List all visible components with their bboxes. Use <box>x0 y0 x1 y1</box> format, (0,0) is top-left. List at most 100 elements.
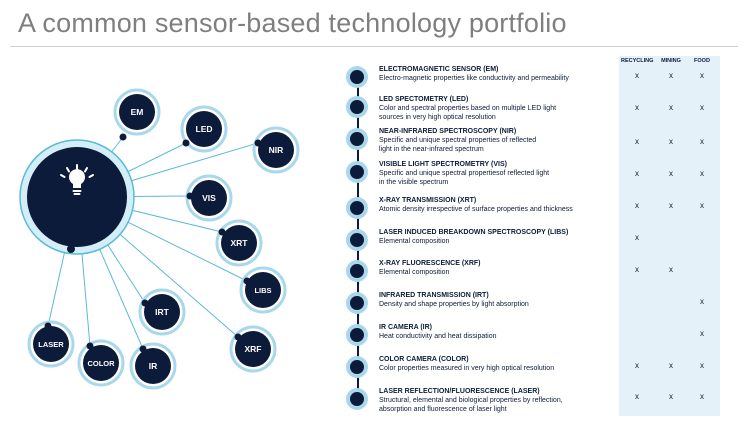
hub-node-label: NIR <box>269 145 284 155</box>
hub-node-core <box>144 294 180 330</box>
hub-node-nir: NIR <box>252 126 300 174</box>
technology-description: Structural, elemental and biological pro… <box>379 397 563 404</box>
technology-title: LED SPECTOMETRY (LED) <box>379 96 469 103</box>
hub-node-port <box>186 192 194 200</box>
hub-node-libs: LIBS <box>239 266 287 314</box>
timeline-dot-core <box>350 100 364 114</box>
timeline-dot-core <box>350 132 364 146</box>
hub-node-port <box>254 139 262 147</box>
hub-node-port <box>182 139 190 147</box>
application-mark: x <box>700 103 704 112</box>
hub-node-label: LASER <box>38 340 64 349</box>
technology-text: COLOR CAMERA (COLOR)Color properties mea… <box>379 355 624 373</box>
technology-title: LASER REFLECTION/FLUORESCENCE (LASER) <box>379 388 540 395</box>
timeline-dot-core <box>350 201 364 215</box>
hub-node-label: IR <box>149 361 158 371</box>
hub-node-label: VIS <box>202 193 216 203</box>
timeline-dot <box>346 260 368 282</box>
hub-node-ir: IR <box>129 342 177 390</box>
hub-node-core <box>119 94 155 130</box>
technology-description: Elemental composition <box>379 269 450 276</box>
application-mark: x <box>669 71 673 80</box>
timeline-dot <box>346 197 368 219</box>
application-table <box>619 56 720 416</box>
application-mark: x <box>635 201 639 210</box>
application-mark: x <box>635 233 639 242</box>
technology-item: INFRARED TRANSMISSION (IRT) Density and s… <box>346 291 746 323</box>
hub-node-port <box>86 342 94 350</box>
technology-text: NEAR-INFRARED SPECTROSCOPY (NIR)Specific… <box>379 127 624 154</box>
timeline-dot-core <box>350 328 364 342</box>
hub-node-core <box>235 331 271 367</box>
application-mark: x <box>669 137 673 146</box>
application-mark: x <box>635 71 639 80</box>
technology-item: LED SPECTOMETRY (LED)Color and spectral … <box>346 95 746 127</box>
application-mark: x <box>669 265 673 274</box>
application-mark: x <box>700 201 704 210</box>
technology-title: INFRARED TRANSMISSION (IRT) <box>379 292 489 299</box>
technology-item: LASER INDUCED BREAKDOWN SPECTROSCOPY (LI… <box>346 228 746 260</box>
hub-node-label: XRF <box>245 344 262 354</box>
technology-item: COLOR CAMERA (COLOR)Color properties mea… <box>346 355 746 387</box>
hub-node-port <box>141 299 149 307</box>
timeline-dot-core <box>350 165 364 179</box>
technology-title: ELECTROMAGNETIC SENSOR (EM) <box>379 66 499 73</box>
technology-item: NEAR-INFRARED SPECTROSCOPY (NIR)Specific… <box>346 127 746 159</box>
hub-node-port <box>218 228 226 236</box>
technology-title: X-RAY TRANSMISSION (XRT) <box>379 197 477 204</box>
hub-node-port <box>243 277 251 285</box>
column-header-mining: MINING <box>661 58 681 64</box>
timeline-dot <box>346 356 368 378</box>
technology-item: ELECTROMAGNETIC SENSOR (EM) Electro-magne… <box>346 65 746 97</box>
hub-node-xrt: XRT <box>215 219 263 267</box>
sensor-hub-diagram: EM LED NIR VIS XRT LIBS XRF IR IRT COLOR LASER <box>19 88 300 390</box>
hub-node-core <box>33 326 69 362</box>
technology-text: IR CAMERA (IR) Heat conductivity and heat… <box>379 323 624 341</box>
hub-node-label: IRT <box>155 307 170 317</box>
technology-description: Electro-magnetic properties like conduct… <box>379 75 569 82</box>
technology-title: NEAR-INFRARED SPECTROSCOPY (NIR) <box>379 128 517 135</box>
hub-nodes: EM LED NIR VIS XRT LIBS XRF IR IRT COLOR LASER <box>27 88 300 390</box>
hub-node-laser: LASER <box>27 320 75 368</box>
hub-node-label: EM <box>131 107 144 117</box>
technology-title: LASER INDUCED BREAKDOWN SPECTROSCOPY (LI… <box>379 229 569 236</box>
technology-item: LASER REFLECTION/FLUORESCENCE (LASER) Str… <box>346 387 746 419</box>
technology-item: IR CAMERA (IR) Heat conductivity and heat… <box>346 323 746 355</box>
lightbulb-icon <box>60 164 94 195</box>
hub-node-core <box>83 345 119 381</box>
application-mark: x <box>700 361 704 370</box>
timeline-dot-core <box>350 392 364 406</box>
technology-description: sources in very high optical resolution <box>379 114 496 121</box>
application-mark: x <box>700 169 704 178</box>
timeline-dot-core <box>350 296 364 310</box>
application-mark: x <box>669 361 673 370</box>
hub-node-core <box>135 348 171 384</box>
timeline-dot <box>346 229 368 251</box>
timeline-dot-core <box>350 264 364 278</box>
timeline-dot-core <box>350 70 364 84</box>
technology-description: Atomic density irrespective of surface p… <box>379 206 573 213</box>
technology-description: absorption and fluorescence of laser lig… <box>379 406 507 413</box>
technology-text: LED SPECTOMETRY (LED)Color and spectral … <box>379 95 624 122</box>
central-hub-core <box>27 147 127 247</box>
application-mark: x <box>669 392 673 401</box>
page-title: A common sensor-based technology portfol… <box>18 8 567 38</box>
technology-item: VISIBLE LIGHT SPECTROMETRY (VIS)Specific… <box>346 160 746 192</box>
technology-title: IR CAMERA (IR) <box>379 324 433 331</box>
hub-node-led: LED <box>180 105 228 153</box>
hub-node-label: XRT <box>231 238 249 248</box>
technology-text: ELECTROMAGNETIC SENSOR (EM) Electro-magne… <box>379 65 624 83</box>
hub-node-color: COLOR <box>77 339 125 387</box>
hub-node-core <box>191 180 227 216</box>
technology-description: Density and shape properties by light ab… <box>379 301 529 308</box>
application-mark: x <box>635 265 639 274</box>
technology-text: X-RAY FLUORESCENCE (XRF)Elemental compos… <box>379 259 624 277</box>
technology-description: Heat conductivity and heat dissipation <box>379 333 497 340</box>
timeline-dot <box>346 388 368 410</box>
application-mark: x <box>635 137 639 146</box>
application-mark: x <box>700 137 704 146</box>
title-divider <box>10 46 738 47</box>
hub-node-xrf: XRF <box>229 325 277 373</box>
application-mark: x <box>669 103 673 112</box>
technology-description: Elemental composition <box>379 238 450 245</box>
